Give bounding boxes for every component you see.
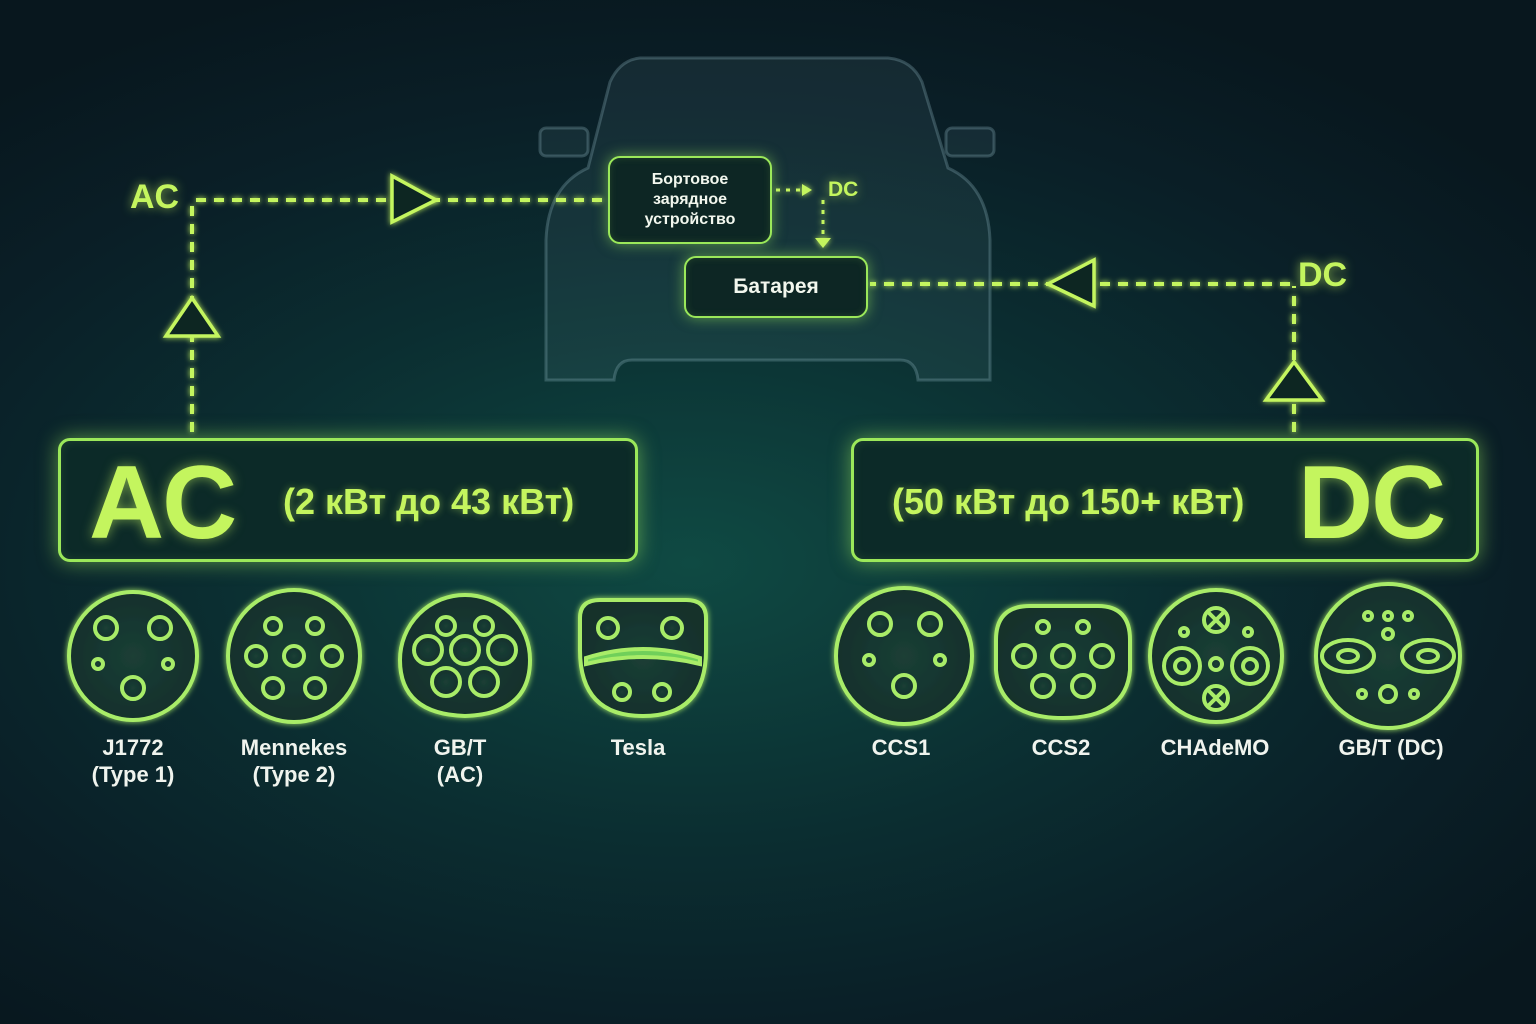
connector-label-ccs1: CCS1 xyxy=(871,735,931,760)
ccs1-connector-icon xyxy=(834,586,974,726)
small-arrow-down-icon xyxy=(815,238,831,248)
ac-title: AC xyxy=(89,445,237,561)
j1772-label-line2: (Type 1) xyxy=(91,762,175,787)
onboard-dc-label: DC xyxy=(828,178,859,201)
arrow-up-icon xyxy=(162,294,222,338)
ac-panel: AC (2 кВт до 43 кВт) xyxy=(58,438,638,562)
gbt-ac-connector-icon xyxy=(397,593,533,719)
gbt-ac-label-line2: (AC) xyxy=(436,762,484,787)
dc-title: DC xyxy=(1298,445,1446,561)
type2-label-line2: (Type 2) xyxy=(252,762,336,787)
arrow-right-icon xyxy=(390,173,440,225)
onboard-charger-box: Бортовое зарядное устройство xyxy=(608,156,772,244)
tesla-connector-icon xyxy=(578,598,708,719)
type2-label-line1: Mennekes xyxy=(240,735,348,760)
gbt-dc-connector-icon xyxy=(1314,582,1462,730)
gbt-ac-label-line1: GB/T xyxy=(433,735,487,760)
ac-flow-label: AC xyxy=(130,178,180,216)
connector-label-ccs2: CCS2 xyxy=(1031,735,1091,760)
battery-box: Батарея xyxy=(684,256,868,318)
connector-label-j1772: J1772 (Type 1) xyxy=(48,734,218,788)
ccs2-connector-icon xyxy=(994,604,1132,721)
arrow-up-icon xyxy=(1262,359,1326,402)
j1772-label-line1: J1772 xyxy=(102,735,164,760)
connector-label-gbt-ac: GB/T (AC) xyxy=(375,734,545,788)
ac-power-range: (2 кВт до 43 кВт) xyxy=(283,481,575,522)
arrow-left-icon xyxy=(1044,257,1096,309)
dc-flow-label: DC xyxy=(1298,256,1348,294)
connector-label-chademo: CHAdeMO xyxy=(1160,735,1270,760)
dc-power-range: (50 кВт до 150+ кВт) xyxy=(892,481,1245,522)
chademo-connector-icon xyxy=(1148,588,1284,724)
small-arrow-right-icon xyxy=(802,184,812,196)
connector-label-type2: Mennekes (Type 2) xyxy=(209,734,379,788)
dc-panel: (50 кВт до 150+ кВт) DC xyxy=(851,438,1479,562)
connector-label-tesla: Tesla xyxy=(610,735,666,760)
type2-connector-icon xyxy=(226,588,362,724)
connector-label-gbt-dc: GB/T (DC) xyxy=(1338,735,1444,760)
j1772-connector-icon xyxy=(67,590,199,722)
